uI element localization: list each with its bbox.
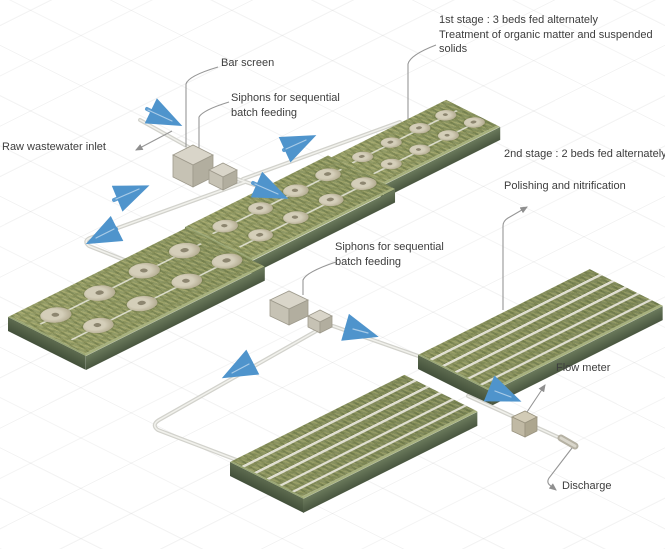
flow-arrow-icon: [85, 215, 124, 245]
leader-siphons1: [198, 101, 230, 160]
leader-flow-meter: [526, 384, 546, 413]
bar-screen-box: [172, 144, 214, 188]
siphon-box-stage2-small: [307, 309, 333, 334]
leader-stage1: [407, 44, 437, 119]
label-stage2: 2nd stage : 2 beds fed alternately: [504, 148, 665, 160]
label-siphons-stage2: Siphons for sequential batch feeding: [335, 241, 444, 268]
leader-siphons2: [302, 261, 337, 295]
flow-meter-box: [511, 410, 538, 438]
siphon-box-stage2-large: [269, 290, 309, 326]
label-discharge: Discharge: [562, 480, 612, 492]
label-bar-screen: Bar screen: [221, 57, 275, 69]
leader-discharge: [547, 447, 573, 491]
siphon-box-stage1: [208, 162, 238, 191]
label-stage2-description: Polishing and nitrification: [504, 180, 626, 192]
label-raw-wastewater-inlet: Raw wastewater inlet: [2, 141, 106, 153]
label-flow-meter: Flow meter: [556, 362, 611, 374]
stage1-description: Treatment of organic matter and suspende…: [439, 28, 653, 56]
stage1-title: 1st stage : 3 beds fed alternately: [439, 14, 598, 26]
leader-stage2: [502, 206, 528, 310]
leader-bar-screen: [185, 66, 219, 147]
leader-raw-inlet: [135, 130, 173, 151]
label-stage1: 1st stage : 3 beds fed alternately Treat…: [439, 13, 665, 57]
label-siphons-stage1: Siphons for sequential batch feeding: [231, 92, 340, 119]
